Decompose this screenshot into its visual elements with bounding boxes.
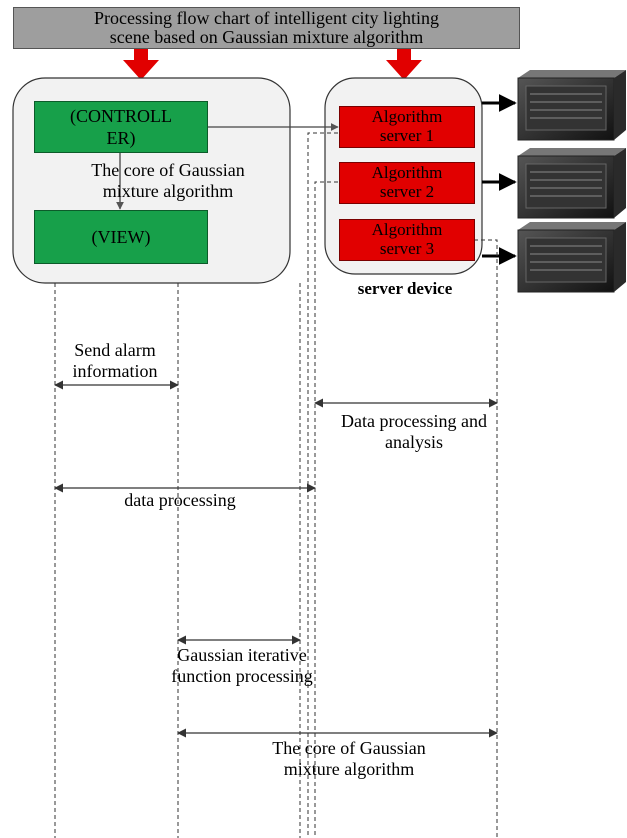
server-rack-icon — [517, 70, 626, 141]
dpa-line-1: Data processing and — [341, 411, 487, 431]
view-label: (VIEW) — [91, 227, 151, 247]
data-processing-analysis-label: Data processing and analysis — [306, 411, 522, 453]
send-alarm-label: Send alarm information — [40, 340, 190, 382]
view-box: (VIEW) — [34, 210, 208, 264]
server-1-line-2: server 1 — [379, 126, 435, 145]
dpa-line-2: analysis — [385, 432, 443, 452]
server-3-line-2: server 3 — [379, 239, 435, 258]
server-rack-icon — [517, 148, 626, 219]
core-label-line-1: The core of Gaussian — [91, 160, 245, 180]
lifelines — [54, 132, 498, 838]
server-1-line-1: Algorithm — [371, 107, 443, 126]
controller-box: (CONTROLL ER) — [34, 101, 208, 153]
red-down-arrow-left — [123, 46, 159, 80]
server-2-line-2: server 2 — [379, 182, 435, 201]
lifeline-6 — [474, 239, 498, 838]
gaussian-iterative-line-2: function processing — [171, 666, 313, 686]
server-device-label: server device — [357, 279, 453, 298]
title-line-1: Processing flow chart of intelligent cit… — [94, 8, 439, 28]
title-box: Processing flow chart of intelligent cit… — [13, 7, 520, 49]
red-down-arrow-right — [386, 46, 422, 80]
server-3-line-1: Algorithm — [371, 220, 443, 239]
core-bottom-line-1: The core of Gaussian — [272, 738, 426, 758]
server-rack-icon — [517, 222, 626, 293]
send-alarm-line-2: information — [72, 361, 158, 381]
core-bottom-label: The core of Gaussian mixture algorithm — [236, 738, 462, 780]
page-title: Processing flow chart of intelligent cit… — [17, 9, 517, 47]
lifeline-5 — [314, 181, 338, 838]
algorithm-server-2: Algorithm server 2 — [339, 162, 475, 204]
algorithm-server-3: Algorithm server 3 — [339, 219, 475, 261]
server-2-line-1: Algorithm — [371, 163, 443, 182]
gaussian-iterative-line-1: Gaussian iterative — [177, 645, 307, 665]
lifeline-4 — [307, 132, 338, 838]
core-bottom-line-2: mixture algorithm — [283, 759, 415, 779]
controller-line-2: ER) — [106, 128, 136, 148]
algorithm-server-1: Algorithm server 1 — [339, 106, 475, 148]
controller-line-1: (CONTROLL — [70, 106, 172, 126]
core-label-line-2: mixture algorithm — [102, 181, 234, 201]
title-line-2: scene based on Gaussian mixture algorith… — [109, 27, 424, 47]
gaussian-iterative-label: Gaussian iterative function processing — [130, 645, 354, 687]
core-algorithm-label: The core of Gaussian mixture algorithm — [58, 160, 278, 202]
data-processing-label: data processing — [124, 490, 236, 510]
send-alarm-line-1: Send alarm — [74, 340, 156, 360]
